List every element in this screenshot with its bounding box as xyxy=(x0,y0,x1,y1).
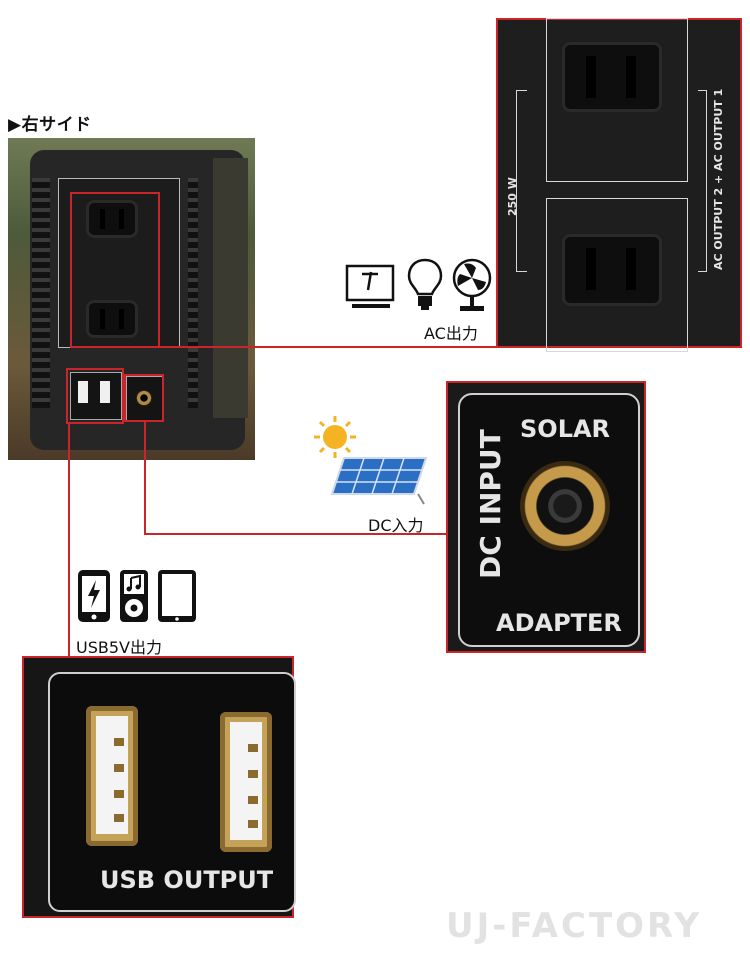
dc-highlight-box xyxy=(124,374,164,422)
fan-icon xyxy=(452,258,492,311)
connector-line-ac xyxy=(70,346,496,348)
bracket-line xyxy=(698,90,707,272)
ac-outlet-small xyxy=(86,300,138,338)
ac-plate-bottom xyxy=(546,198,688,352)
ac-outlet-1 xyxy=(562,42,662,112)
solar-label: SOLAR xyxy=(520,415,611,443)
usb-port-small xyxy=(100,381,110,403)
dc-jack-small xyxy=(136,390,152,406)
dc-jack[interactable] xyxy=(520,461,610,551)
dc-input-label: DC INPUT xyxy=(474,429,507,579)
watermark: UJ-FACTORY xyxy=(446,906,702,946)
side-panel xyxy=(213,158,248,418)
connector-line-usb xyxy=(68,422,70,656)
watt-label: 250 W xyxy=(506,177,519,216)
light-bulb-icon xyxy=(407,258,443,310)
usb-output-detail: USB OUTPUT xyxy=(22,656,296,918)
ac-output-label-jp: AC出力 xyxy=(424,324,478,343)
solar-panel-icon xyxy=(330,457,428,505)
product-photo xyxy=(8,138,255,460)
usb-output-title: USB OUTPUT xyxy=(100,866,274,894)
dc-input-label-jp: DC入力 xyxy=(368,516,424,535)
bracket-line xyxy=(516,90,527,272)
usb-port-small xyxy=(78,381,88,403)
ac-outlet-2 xyxy=(562,234,662,306)
usb-port-2[interactable] xyxy=(220,712,272,852)
vent-grille xyxy=(32,178,50,408)
usb-output-label-jp: USB5V出力 xyxy=(76,638,162,657)
usb-highlight-box xyxy=(66,368,124,424)
usb-port-1[interactable] xyxy=(86,706,138,846)
outlet-slot xyxy=(626,56,636,98)
ac-plate-top xyxy=(546,18,688,182)
connector-line-dc-horizontal xyxy=(144,533,448,535)
ac-highlight-box xyxy=(70,192,160,348)
ac-output-label: AC OUTPUT 2 + AC OUTPUT 1 xyxy=(712,88,725,270)
adapter-label: ADAPTER xyxy=(496,609,622,637)
ac-output-detail: 250 W AC OUTPUT 2 + AC OUTPUT 1 xyxy=(496,18,742,352)
tv-icon xyxy=(345,264,395,308)
dc-input-detail: SOLAR DC INPUT ADAPTER xyxy=(446,381,646,653)
music-player-icon xyxy=(120,570,148,622)
outlet-slot xyxy=(626,248,636,290)
sun-icon xyxy=(314,416,356,458)
tablet-icon xyxy=(158,570,196,622)
outlet-slot xyxy=(586,248,596,290)
smartphone-icon xyxy=(78,570,110,622)
section-heading: ▶右サイド xyxy=(8,115,92,135)
outlet-slot xyxy=(586,56,596,98)
connector-line-dc-vertical xyxy=(144,422,146,534)
vent-grille xyxy=(188,178,198,408)
ac-outlet-small xyxy=(86,200,138,238)
